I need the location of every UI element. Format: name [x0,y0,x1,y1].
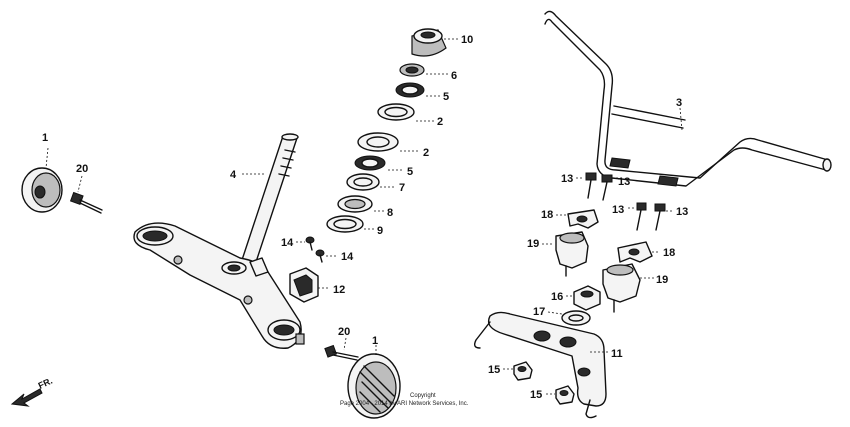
emblem-cap-left [21,167,63,213]
callout-12: 12 [333,284,345,296]
callout-8: 8 [387,207,393,219]
callout-6: 6 [451,70,457,82]
bearing-5-upper [395,82,425,98]
callout-19-right: 19 [656,274,668,286]
washer-17 [561,310,591,326]
holder-12 [289,267,319,303]
race-7 [346,173,380,191]
front-direction-arrow: FR. [10,376,54,407]
callout-13-c: 13 [612,204,624,216]
dust-seal-9 [326,215,364,233]
callout-16: 16 [551,291,563,303]
callout-13-a: 13 [561,173,573,185]
nut-15-lower [555,385,575,405]
callout-4: 4 [230,169,237,181]
callout-20-lower: 20 [338,326,350,338]
nut-15-upper [513,361,533,381]
bolt-13-c [636,202,647,231]
front-label: FR. [37,376,54,391]
callout-7: 7 [399,182,405,194]
callout-13-d: 13 [676,206,688,218]
callout-11: 11 [611,348,623,360]
seal-8 [337,195,373,213]
nut-16 [573,285,601,311]
callout-2-upper: 2 [437,116,443,128]
screw-14-upper [305,236,315,251]
copyright-line-1: Copyright [410,393,436,399]
bolt-13-d [654,203,666,231]
callout-19-left: 19 [527,238,539,250]
callout-5-upper: 5 [443,91,449,103]
race-2-upper [377,103,415,121]
callout-10: 10 [461,34,473,46]
lock-washer-6 [399,63,425,77]
copyright-line-2: Page 2004 - 2014 by ARI Network Services… [340,401,469,407]
callout-9: 9 [377,225,383,237]
callout-3: 3 [676,97,682,109]
holder-19-right [602,263,641,313]
holder-cap-18-right [617,241,653,263]
emblem-cap-lower [347,353,401,419]
race-2-lower [357,132,399,152]
top-bridge [473,311,607,419]
bearing-5-lower [354,155,386,171]
callout-17: 17 [533,306,545,318]
callout-18-right: 18 [663,247,675,259]
callout-2-lower: 2 [423,147,429,159]
steering-stem [133,133,305,349]
callout-14-lower: 14 [341,251,354,263]
bolt-20-lower [324,344,359,361]
callout-15-upper: 15 [488,364,500,376]
callout-14-upper: 14 [281,237,294,249]
callout-1-upper: 1 [42,132,48,144]
callout-1-lower: 1 [372,335,378,347]
callout-20-upper: 20 [76,163,88,175]
callout-5-lower: 5 [407,166,413,178]
callout-13-b: 13 [618,176,630,188]
callout-18-left: 18 [541,209,553,221]
holder-19-left [555,231,589,277]
handlebar [544,10,832,187]
callout-15-lower: 15 [530,389,542,401]
holder-cap-18-left [567,209,599,229]
bolt-13-b [601,174,613,201]
stem-nut-10 [411,28,447,57]
screw-14-lower [315,249,325,263]
bolt-13-a [585,172,597,199]
bolt-20-upper [69,191,103,214]
